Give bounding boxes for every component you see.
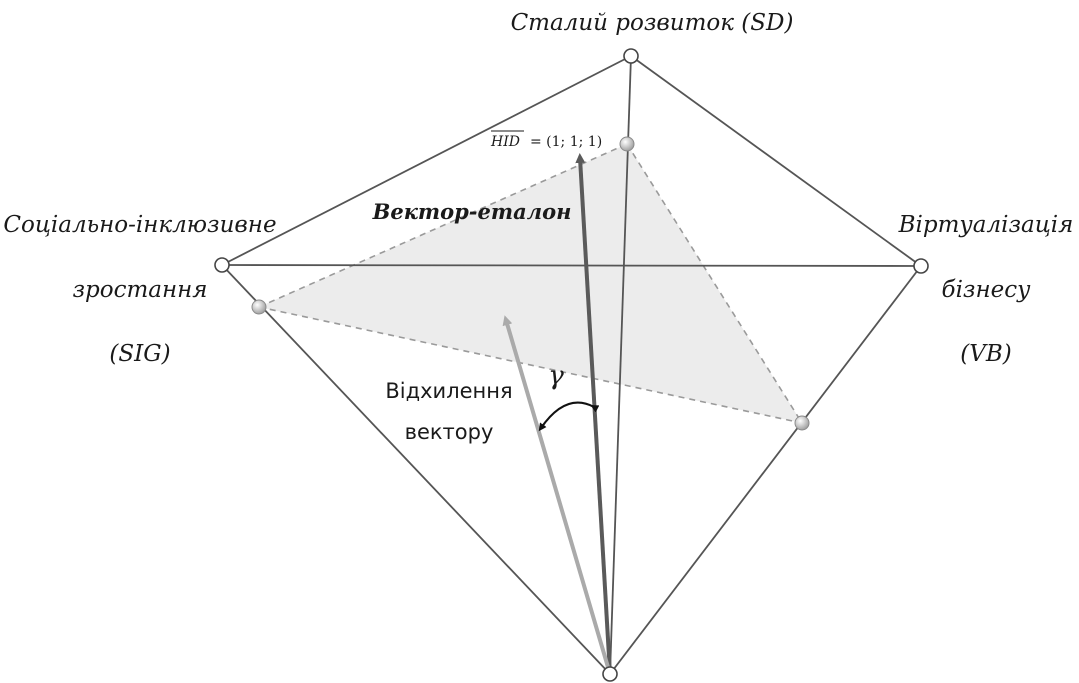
- label-deviation-line2: вектору: [405, 420, 494, 444]
- face-dashed-edges: [258, 143, 803, 424]
- label-vb-line1: Віртуалізація: [898, 212, 1074, 238]
- label-vb-line2: бізнесу: [942, 277, 1032, 303]
- vertex-sd: [623, 48, 639, 64]
- label-vb-line3: (VB): [960, 341, 1011, 367]
- label-sig-line3: (SIG): [109, 341, 170, 367]
- deviation-vector-arrow: [502, 315, 612, 675]
- label-angle-gamma: γ: [548, 361, 564, 391]
- marker-vb-edge: [794, 415, 810, 431]
- label-sig-line1: Соціально-інклюзивне: [3, 212, 276, 238]
- formula-value: = (1; 1; 1): [530, 134, 602, 150]
- unit-face: [259, 144, 802, 423]
- marker-sig-edge: [251, 299, 267, 315]
- face-point-markers: [251, 136, 810, 431]
- label-deviation-line1: Відхилення: [385, 379, 512, 403]
- vertex-vb: [913, 258, 929, 274]
- label-sd: Сталий розвиток (SD): [511, 10, 794, 36]
- marker-hid: [619, 136, 635, 152]
- label-reference-vector: Вектор-еталон: [372, 199, 572, 224]
- angle-arc: [538, 401, 600, 432]
- tetrahedron-edges: [221, 55, 922, 675]
- hid-formula: HID = (1; 1; 1): [490, 130, 602, 150]
- vertex-nodes: [214, 48, 929, 682]
- label-sig-line2: зростання: [72, 277, 207, 303]
- formula-name: HID: [490, 134, 520, 150]
- vertex-sig: [214, 257, 230, 273]
- vertex-origin: [602, 666, 618, 682]
